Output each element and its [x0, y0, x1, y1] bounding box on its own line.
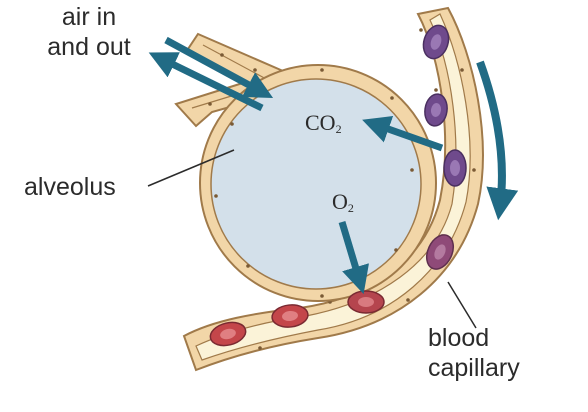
co2-subscript: 2	[335, 122, 342, 136]
air-in-arrow	[164, 36, 274, 99]
o2-subscript: 2	[347, 201, 354, 215]
blood-label-line1: blood	[428, 324, 490, 352]
leader-lines	[147, 149, 477, 329]
arrows	[148, 36, 519, 295]
co2-diffusion-arrow	[362, 115, 444, 152]
o2-diffusion-arrow	[338, 220, 369, 295]
o2-label: O2	[332, 189, 354, 216]
air-label-line2: and out	[47, 33, 131, 61]
blood-flow-arrow	[476, 60, 519, 221]
blood-capillary-label: blood capillary	[428, 323, 520, 383]
air-out-arrow	[148, 52, 264, 112]
o2-symbol: O	[332, 189, 348, 214]
red-blood-cells	[209, 24, 467, 347]
blood-cell-deoxygenated	[422, 24, 450, 60]
blood-cell-deoxygenated	[424, 93, 448, 127]
blood-cell-mixed	[425, 234, 455, 270]
blood-cell-oxygenated	[347, 290, 385, 314]
blood-cell-oxygenated	[209, 321, 247, 347]
alveolus-leader	[147, 149, 235, 187]
alveolus	[199, 64, 437, 302]
air-in-out-label: air in and out	[34, 2, 144, 62]
co2-symbol: CO	[305, 110, 336, 135]
air-label-line1: air in	[61, 3, 117, 31]
co2-label: CO2	[305, 110, 342, 137]
blood-label-line2: capillary	[428, 354, 520, 382]
alveolus-label: alveolus	[24, 173, 116, 201]
capillary-leader	[447, 281, 477, 329]
blood-cell-oxygenated	[271, 304, 309, 328]
blood-cell-deoxygenated	[443, 149, 467, 187]
